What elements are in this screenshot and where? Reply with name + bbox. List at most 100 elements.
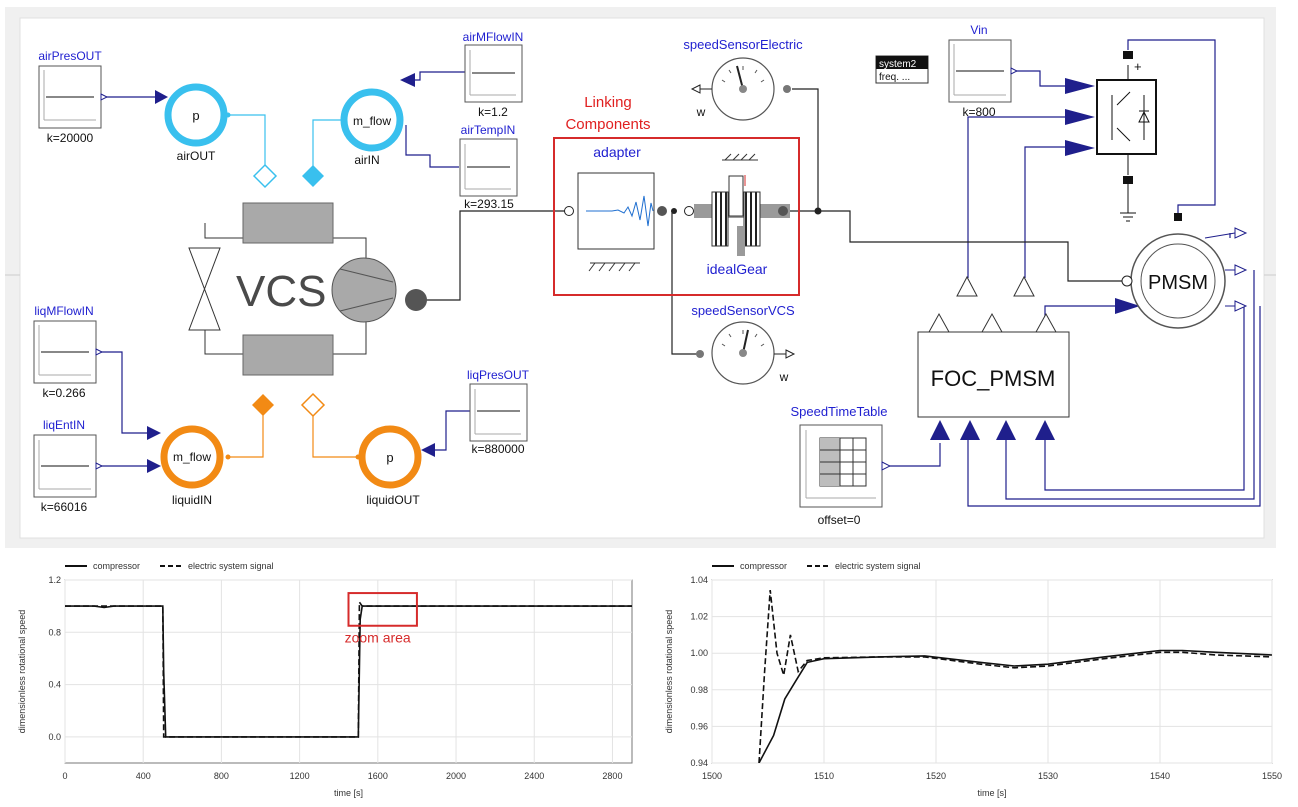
Vin-block[interactable]: Vin k=800: [948, 23, 1019, 119]
inverter-component[interactable]: +: [1096, 51, 1182, 222]
x-tick-label: 400: [136, 771, 151, 781]
airPresOUT-block[interactable]: airPresOUT k=20000: [38, 49, 109, 145]
zoom-area-box: [347, 592, 418, 627]
x-tick-label: 1500: [702, 771, 722, 781]
x-tick-label: 1520: [926, 771, 946, 781]
airPresOUT-param: k=20000: [47, 131, 94, 145]
adapter-component[interactable]: [564, 172, 668, 272]
system-info-box[interactable]: system2 freq. ...: [875, 55, 929, 84]
connections: [100, 39, 1261, 507]
SpeedTimeTable-name: SpeedTimeTable: [790, 404, 887, 419]
airMFlowIN-block[interactable]: airMFlowIN k=1.2: [463, 30, 524, 119]
y-tick-label: 0.98: [690, 685, 708, 695]
SpeedTimeTable-param: offset=0: [818, 513, 861, 527]
Vin-name: Vin: [970, 23, 987, 37]
linking-title-line1: Linking: [584, 94, 632, 111]
y-tick-label: 0.0: [48, 732, 61, 742]
legend-label: compressor: [740, 561, 787, 571]
liqPresOUT-block[interactable]: liqPresOUT k=880000: [467, 368, 530, 456]
liquidOUT-boundary[interactable]: p liquidOUT: [355, 425, 422, 507]
x-tick-label: 0: [62, 771, 67, 781]
y-tick-label: 0.8: [48, 627, 61, 637]
Vin-param: k=800: [962, 105, 995, 119]
liqEntIN-param: k=66016: [41, 500, 88, 514]
air-port-inlet[interactable]: [302, 165, 324, 187]
airOUT-name: airOUT: [177, 149, 216, 163]
foc-pmsm-label: FOC_PMSM: [931, 366, 1056, 391]
liquid-port-outlet[interactable]: [300, 392, 326, 418]
speedSensorVCS-port: w: [779, 370, 789, 384]
x-tick-label: 1510: [814, 771, 834, 781]
x-tick-label: 2000: [446, 771, 466, 781]
x-tick-label: 800: [214, 771, 229, 781]
foc-pmsm-component[interactable]: FOC_PMSM: [917, 275, 1070, 418]
liqPresOUT-param: k=880000: [471, 442, 524, 456]
liqEntIN-name: liqEntIN: [43, 418, 85, 432]
liquidOUT-symbol: p: [386, 450, 393, 465]
liquidIN-symbol: m_flow: [173, 450, 211, 464]
condenser-icon: [242, 202, 334, 244]
linking-title-line2: Components: [565, 116, 650, 133]
series-line-compressor: [65, 605, 632, 738]
y-axis-label: dimensionless rotational speed: [664, 610, 674, 734]
system-box-line2: freq. ...: [879, 72, 910, 83]
x-tick-label: 1530: [1038, 771, 1058, 781]
vcs-component[interactable]: VCS: [188, 202, 427, 376]
y-tick-label: 1.04: [690, 575, 708, 585]
evaporator-icon: [242, 334, 334, 376]
signal-input-arrows: [147, 73, 1140, 473]
x-tick-label: 1200: [290, 771, 310, 781]
x-tick-label: 2400: [524, 771, 544, 781]
airIN-name: airIN: [354, 153, 379, 167]
series-line-electric-signal: [65, 599, 632, 738]
speedSensorVCS-component[interactable]: speedSensorVCS w: [691, 303, 796, 385]
vcs-shaft-flange-icon[interactable]: [405, 289, 427, 311]
y-tick-label: 1.02: [690, 612, 708, 622]
legend-label: electric system signal: [188, 561, 274, 571]
SpeedTimeTable-block[interactable]: SpeedTimeTable offset=0: [790, 404, 892, 527]
liqMFlowIN-param: k=0.266: [42, 386, 85, 400]
plus-sign-icon: +: [1134, 59, 1142, 74]
compressor-icon: [331, 257, 397, 323]
airTempIN-param: k=293.15: [464, 197, 514, 211]
idealGear-label: idealGear: [707, 261, 768, 277]
liquid-port-inlet[interactable]: [252, 394, 274, 416]
speedSensorElectric-port: w: [696, 105, 706, 119]
airTempIN-block[interactable]: airTempIN k=293.15: [459, 123, 518, 211]
idealGear-component[interactable]: [684, 153, 791, 256]
liquidIN-boundary[interactable]: m_flow liquidIN: [160, 425, 231, 507]
air-port-outlet[interactable]: [252, 163, 278, 189]
liqEntIN-block[interactable]: liqEntIN k=66016: [33, 418, 104, 514]
x-tick-label: 1550: [1262, 771, 1282, 781]
y-axis-label: dimensionless rotational speed: [17, 610, 27, 734]
liquidIN-name: liquidIN: [172, 493, 212, 507]
y-tick-label: 0.96: [690, 721, 708, 731]
liqMFlowIN-block[interactable]: liqMFlowIN k=0.266: [33, 304, 104, 400]
liquidOUT-name: liquidOUT: [366, 493, 420, 507]
pmsm-component[interactable]: PMSM: [1121, 227, 1248, 329]
airMFlowIN-name: airMFlowIN: [463, 30, 524, 44]
legend-label: electric system signal: [835, 561, 921, 571]
pmsm-label: PMSM: [1148, 272, 1208, 294]
speedSensorElectric-component[interactable]: speedSensorElectric w: [683, 37, 803, 121]
airTempIN-name: airTempIN: [461, 123, 516, 137]
airPresOUT-name: airPresOUT: [38, 49, 102, 63]
airIN-boundary[interactable]: m_flow airIN: [340, 88, 404, 167]
linking-highlight-box: [553, 137, 800, 296]
speedSensorElectric-label: speedSensorElectric: [683, 37, 803, 52]
airMFlowIN-param: k=1.2: [478, 105, 508, 119]
speedSensorVCS-label: speedSensorVCS: [691, 303, 795, 318]
x-tick-label: 1600: [368, 771, 388, 781]
zoom-area-label: zoom area: [345, 630, 411, 646]
airIN-symbol: m_flow: [353, 114, 391, 128]
x-tick-label: 1540: [1150, 771, 1170, 781]
series-line-compressor: [758, 649, 1272, 763]
legend-label: compressor: [93, 561, 140, 571]
plot-area[interactable]: [711, 579, 1273, 764]
liqMFlowIN-name: liqMFlowIN: [34, 304, 93, 318]
canvas-area: [19, 17, 1265, 539]
airOUT-boundary[interactable]: p airOUT: [164, 83, 231, 163]
